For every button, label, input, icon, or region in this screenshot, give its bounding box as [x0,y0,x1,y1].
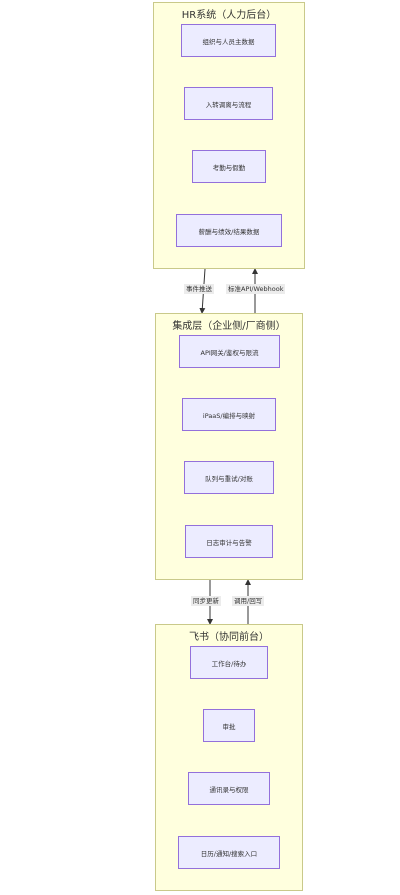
edge-label-call-writeback: 调用/回写 [232,596,265,606]
integration-layer-title: 集成层（企业侧/厂商侧） [172,321,286,332]
hr-system-title: HR系统（人力后台） [181,10,277,21]
edge-label-standard-api-webhook: 标准API/Webhook [226,284,286,294]
edge-label-sync-update: 同步更新 [191,596,221,606]
node-contacts-permissions: 通讯录与权限 [188,772,270,805]
node-calendar-notify-search: 日历/通知/搜索入口 [178,836,280,869]
node-attendance-leave: 考勤与假勤 [192,150,266,183]
node-ipaas-orchestration: iPaaS/编排与映射 [182,398,276,431]
node-api-gateway: API网关/鉴权与限流 [179,335,280,368]
node-onboarding-workflow: 入转调离与流程 [184,87,273,120]
feishu-title: 飞书（协同前台） [189,632,269,643]
node-payroll-performance: 薪酬与绩效/结果数据 [176,214,282,247]
node-org-people-master-data: 组织与人员主数据 [181,24,276,57]
edge-label-event-push: 事件推送 [184,284,214,294]
node-workbench-todo: 工作台/待办 [190,646,268,679]
node-approval: 审批 [203,709,255,742]
node-log-audit-alert: 日志审计与告警 [185,525,273,558]
node-queue-retry-reconcile: 队列与重试/对账 [184,461,274,494]
